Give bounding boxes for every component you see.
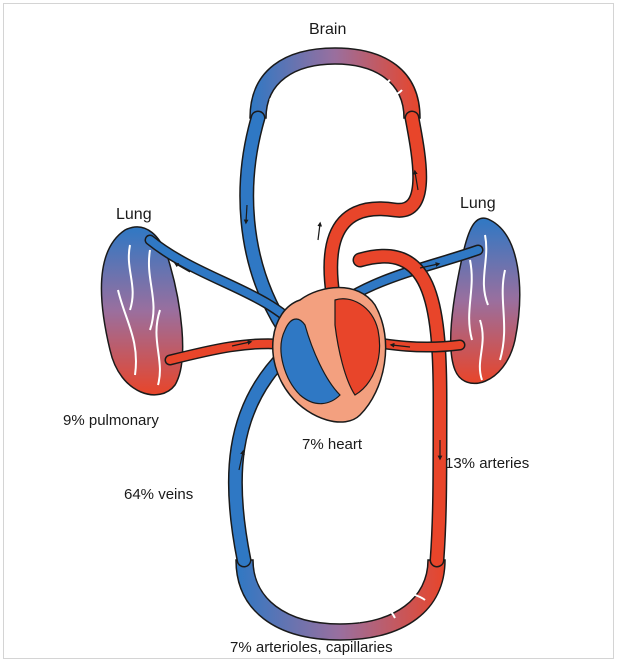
- heart: [273, 288, 386, 423]
- brain-capillary-bed: [250, 48, 420, 118]
- left-lung-label: Lung: [116, 207, 152, 223]
- right-lung: [451, 218, 520, 383]
- body-capillary-bed: [236, 560, 445, 640]
- arteries-percent-label: 13% arteries: [445, 456, 529, 471]
- veins-percent-label: 64% veins: [124, 487, 193, 502]
- pulmonary-percent-label: 9% pulmonary: [63, 413, 159, 428]
- capillaries-percent-label: 7% arterioles, capillaries: [230, 640, 393, 655]
- right-lung-label: Lung: [460, 196, 496, 212]
- heart-percent-label: 7% heart: [302, 437, 362, 452]
- brain-label: Brain: [309, 22, 346, 38]
